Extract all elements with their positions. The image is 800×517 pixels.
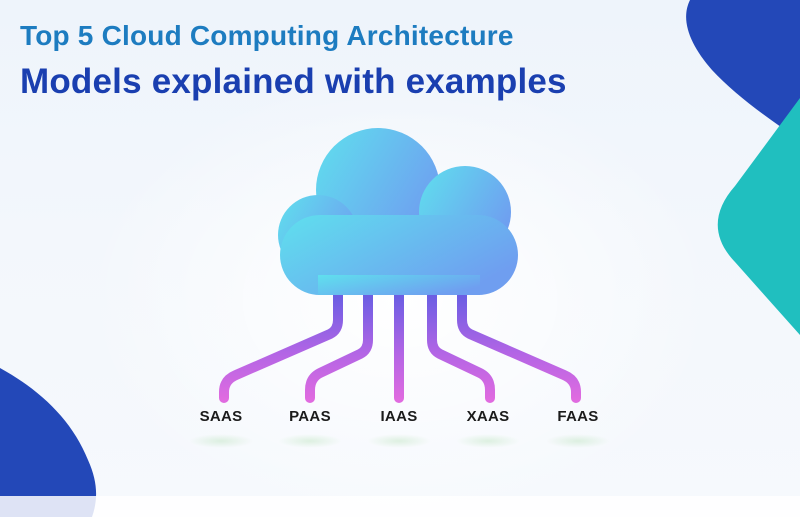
cloud-icon: [278, 128, 518, 295]
bottom-band: [0, 496, 800, 517]
model-shadow-xaas: [456, 434, 520, 448]
title-line-1: Top 5 Cloud Computing Architecture: [20, 20, 514, 51]
model-shadow-faas: [546, 434, 610, 448]
connector-wires: [219, 290, 581, 403]
connector-faas: [457, 290, 581, 403]
title-line-2: Models explained with examples: [20, 62, 567, 101]
deco-blue-shape-top-right: [686, 0, 800, 140]
deco-teal-shape-right: [717, 98, 800, 335]
model-shadow-iaas: [367, 434, 431, 448]
model-label-iaas: IAAS: [380, 408, 418, 425]
deco-blue-shape-bottom-left: [0, 368, 97, 517]
connector-saas: [219, 290, 343, 403]
model-label-paas: PAAS: [289, 408, 331, 425]
connector-xaas: [427, 290, 495, 403]
model-shadow-paas: [278, 434, 342, 448]
model-label-faas: FAAS: [557, 408, 599, 425]
model-label-saas: SAAS: [199, 408, 243, 425]
model-shadow-saas: [189, 434, 253, 448]
model-label-xaas: XAAS: [466, 408, 510, 425]
connector-paas: [305, 290, 373, 403]
